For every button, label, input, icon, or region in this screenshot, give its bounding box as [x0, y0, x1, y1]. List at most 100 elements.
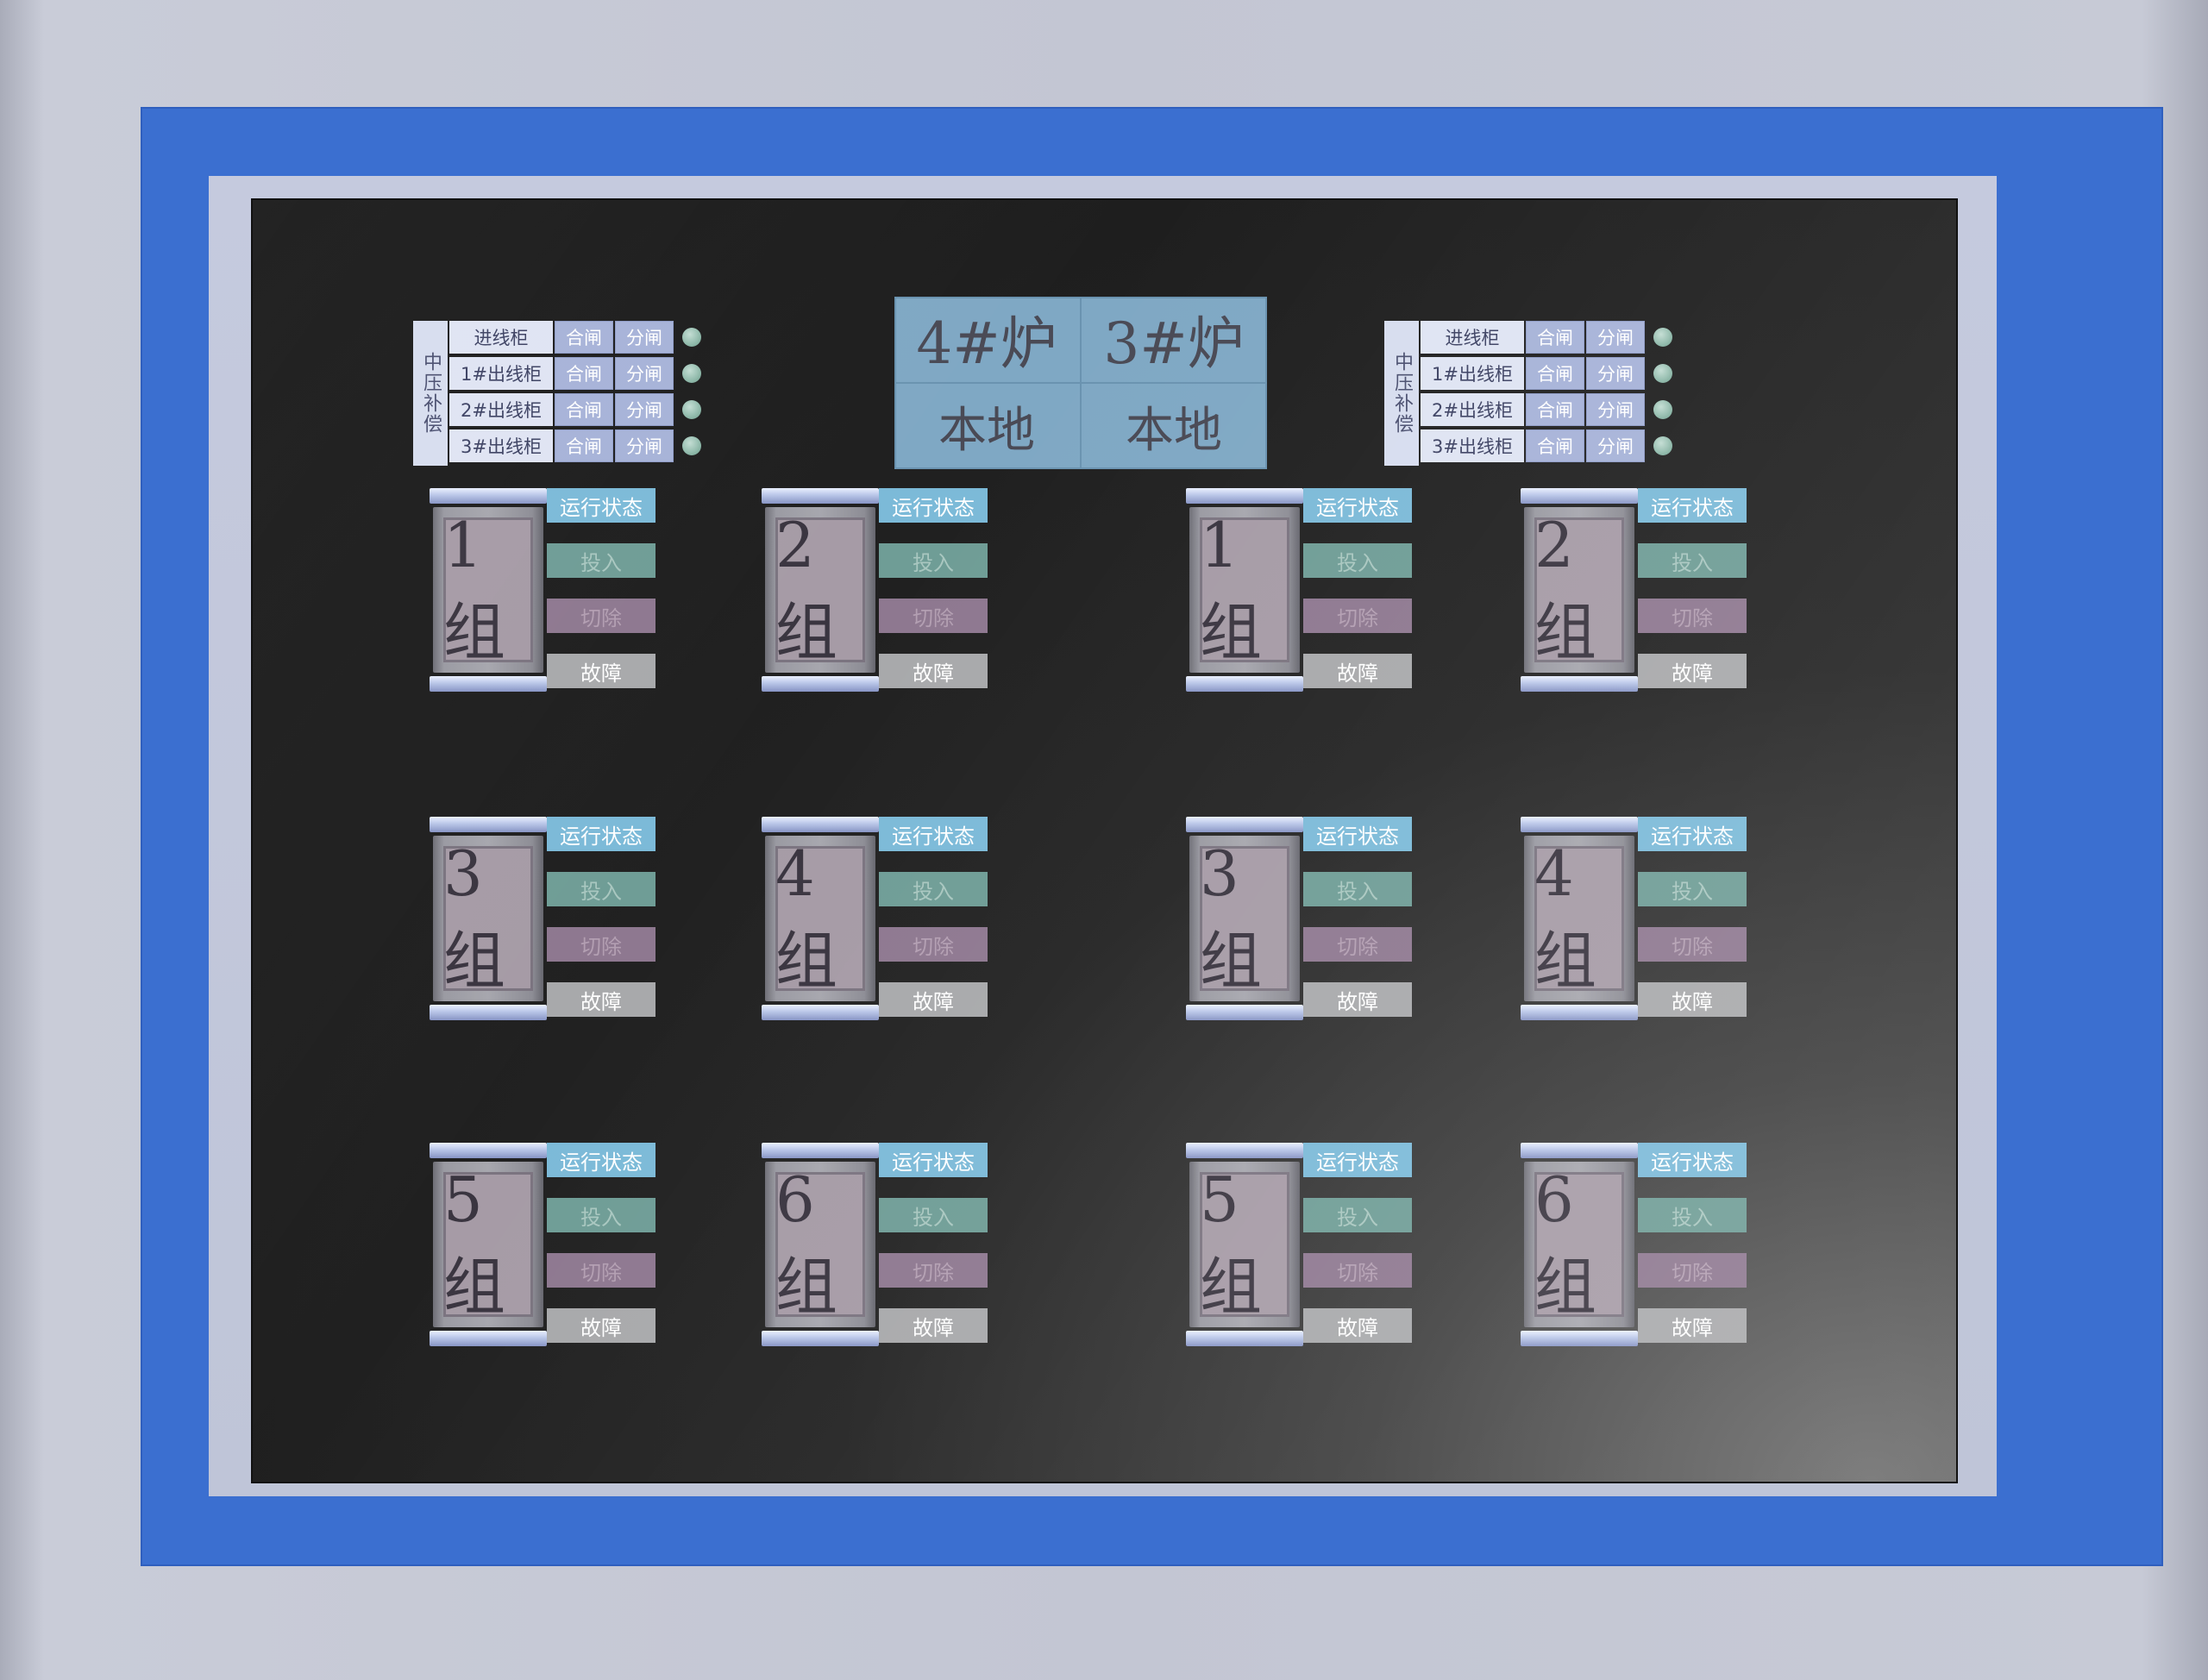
capacitor-bottom-cap: [1521, 676, 1638, 692]
hmi-screen: 中压补偿 进线柜 合闸 分闸 1#出线柜 合闸 分闸 2#出线柜 合闸 分闸 3…: [251, 198, 1958, 1483]
capacitor-bottom-cap: [1186, 1005, 1303, 1020]
open-button[interactable]: 分闸: [615, 393, 674, 426]
switch-in-button[interactable]: 投入: [1303, 1198, 1412, 1232]
close-button[interactable]: 合闸: [1526, 393, 1584, 426]
group-label[interactable]: 5组: [1200, 1163, 1289, 1323]
capacitor-group: 5组 运行状态 投入 切除 故障: [430, 1143, 657, 1346]
run-status-label: 运行状态: [879, 817, 988, 851]
group-label[interactable]: 6组: [1534, 1163, 1624, 1323]
switch-in-button[interactable]: 投入: [1303, 543, 1412, 578]
switch-out-button[interactable]: 切除: [879, 1253, 988, 1288]
run-status-label: 运行状态: [1303, 1143, 1412, 1177]
mv-row-name: 1#出线柜: [449, 357, 553, 390]
switch-out-button[interactable]: 切除: [1303, 1253, 1412, 1288]
status-led-icon: [682, 436, 701, 455]
switch-out-button[interactable]: 切除: [1638, 599, 1747, 633]
open-button[interactable]: 分闸: [1586, 429, 1645, 462]
mv-row-name: 1#出线柜: [1421, 357, 1524, 390]
group-label[interactable]: 1组: [443, 509, 533, 668]
switch-in-button[interactable]: 投入: [547, 872, 656, 906]
switch-out-button[interactable]: 切除: [879, 927, 988, 962]
close-button[interactable]: 合闸: [555, 393, 613, 426]
mv-row-name: 进线柜: [1421, 321, 1524, 354]
switch-in-button[interactable]: 投入: [1638, 1198, 1747, 1232]
mv-row-name: 2#出线柜: [1421, 393, 1524, 426]
run-status-label: 运行状态: [547, 817, 656, 851]
group-label[interactable]: 1组: [1200, 509, 1289, 668]
run-status-label: 运行状态: [1303, 488, 1412, 523]
switch-out-button[interactable]: 切除: [547, 599, 656, 633]
switch-in-button[interactable]: 投入: [879, 543, 988, 578]
run-status-label: 运行状态: [1638, 1143, 1747, 1177]
status-led-icon: [1653, 364, 1672, 383]
switch-out-button[interactable]: 切除: [1638, 927, 1747, 962]
capacitor-group: 6组 运行状态 投入 切除 故障: [762, 1143, 989, 1346]
switch-out-button[interactable]: 切除: [547, 927, 656, 962]
group-label[interactable]: 3组: [443, 837, 533, 997]
open-button[interactable]: 分闸: [1586, 321, 1645, 354]
switch-in-button[interactable]: 投入: [1638, 543, 1747, 578]
fault-indicator: 故障: [547, 1308, 656, 1343]
switch-out-button[interactable]: 切除: [1303, 599, 1412, 633]
fault-indicator: 故障: [879, 982, 988, 1017]
switch-out-button[interactable]: 切除: [879, 599, 988, 633]
run-status-label: 运行状态: [1638, 488, 1747, 523]
capacitor-group: 4组 运行状态 投入 切除 故障: [762, 817, 989, 1020]
mv-row-name: 进线柜: [449, 321, 553, 354]
close-button[interactable]: 合闸: [555, 429, 613, 462]
close-button[interactable]: 合闸: [1526, 429, 1584, 462]
open-button[interactable]: 分闸: [615, 429, 674, 462]
fault-indicator: 故障: [1638, 1308, 1747, 1343]
open-button[interactable]: 分闸: [615, 321, 674, 354]
capacitor-bottom-cap: [430, 1005, 547, 1020]
capacitor-bottom-cap: [1521, 1005, 1638, 1020]
open-button[interactable]: 分闸: [1586, 393, 1645, 426]
furnace-4-name: 4#炉: [916, 310, 1057, 377]
fault-indicator: 故障: [1638, 982, 1747, 1017]
close-button[interactable]: 合闸: [1526, 357, 1584, 390]
switch-out-button[interactable]: 切除: [1303, 927, 1412, 962]
status-led-icon: [682, 364, 701, 383]
group-label[interactable]: 3组: [1200, 837, 1289, 997]
group-label[interactable]: 6组: [775, 1163, 865, 1323]
run-status-label: 运行状态: [879, 488, 988, 523]
close-button[interactable]: 合闸: [555, 321, 613, 354]
group-label[interactable]: 5组: [443, 1163, 533, 1323]
close-button[interactable]: 合闸: [555, 357, 613, 390]
switch-in-button[interactable]: 投入: [547, 1198, 656, 1232]
switch-in-button[interactable]: 投入: [879, 872, 988, 906]
fault-indicator: 故障: [879, 654, 988, 688]
capacitor-bottom-cap: [1521, 1331, 1638, 1346]
switch-out-button[interactable]: 切除: [1638, 1253, 1747, 1288]
status-led-icon: [1653, 328, 1672, 347]
mv-row-name: 2#出线柜: [449, 393, 553, 426]
close-button[interactable]: 合闸: [1526, 321, 1584, 354]
capacitor-group: 2组 运行状态 投入 切除 故障: [1521, 488, 1748, 692]
open-button[interactable]: 分闸: [615, 357, 674, 390]
capacitor-bottom-cap: [762, 1005, 879, 1020]
status-led-icon: [1653, 400, 1672, 419]
capacitor-top-cap: [1521, 488, 1638, 504]
group-label[interactable]: 2组: [1534, 509, 1624, 668]
switch-in-button[interactable]: 投入: [1638, 872, 1747, 906]
switch-out-button[interactable]: 切除: [547, 1253, 656, 1288]
furnace-panel: 4#炉 3#炉 本地 本地: [894, 297, 1267, 469]
furnace-4-mode[interactable]: 本地: [938, 402, 1035, 459]
open-button[interactable]: 分闸: [1586, 357, 1645, 390]
capacitor-top-cap: [1521, 817, 1638, 832]
switch-in-button[interactable]: 投入: [879, 1198, 988, 1232]
switch-in-button[interactable]: 投入: [547, 543, 656, 578]
fault-indicator: 故障: [1303, 1308, 1412, 1343]
capacitor-group: 1组 运行状态 投入 切除 故障: [430, 488, 657, 692]
group-label[interactable]: 4组: [1534, 837, 1624, 997]
fault-indicator: 故障: [1303, 982, 1412, 1017]
status-led-icon: [682, 400, 701, 419]
capacitor-group: 2组 运行状态 投入 切除 故障: [762, 488, 989, 692]
capacitor-bottom-cap: [430, 1331, 547, 1346]
group-label[interactable]: 4组: [775, 837, 865, 997]
switch-in-button[interactable]: 投入: [1303, 872, 1412, 906]
capacitor-group: 6组 运行状态 投入 切除 故障: [1521, 1143, 1748, 1346]
group-label[interactable]: 2组: [775, 509, 865, 668]
furnace-3-mode[interactable]: 本地: [1126, 402, 1222, 459]
capacitor-group: 4组 运行状态 投入 切除 故障: [1521, 817, 1748, 1020]
